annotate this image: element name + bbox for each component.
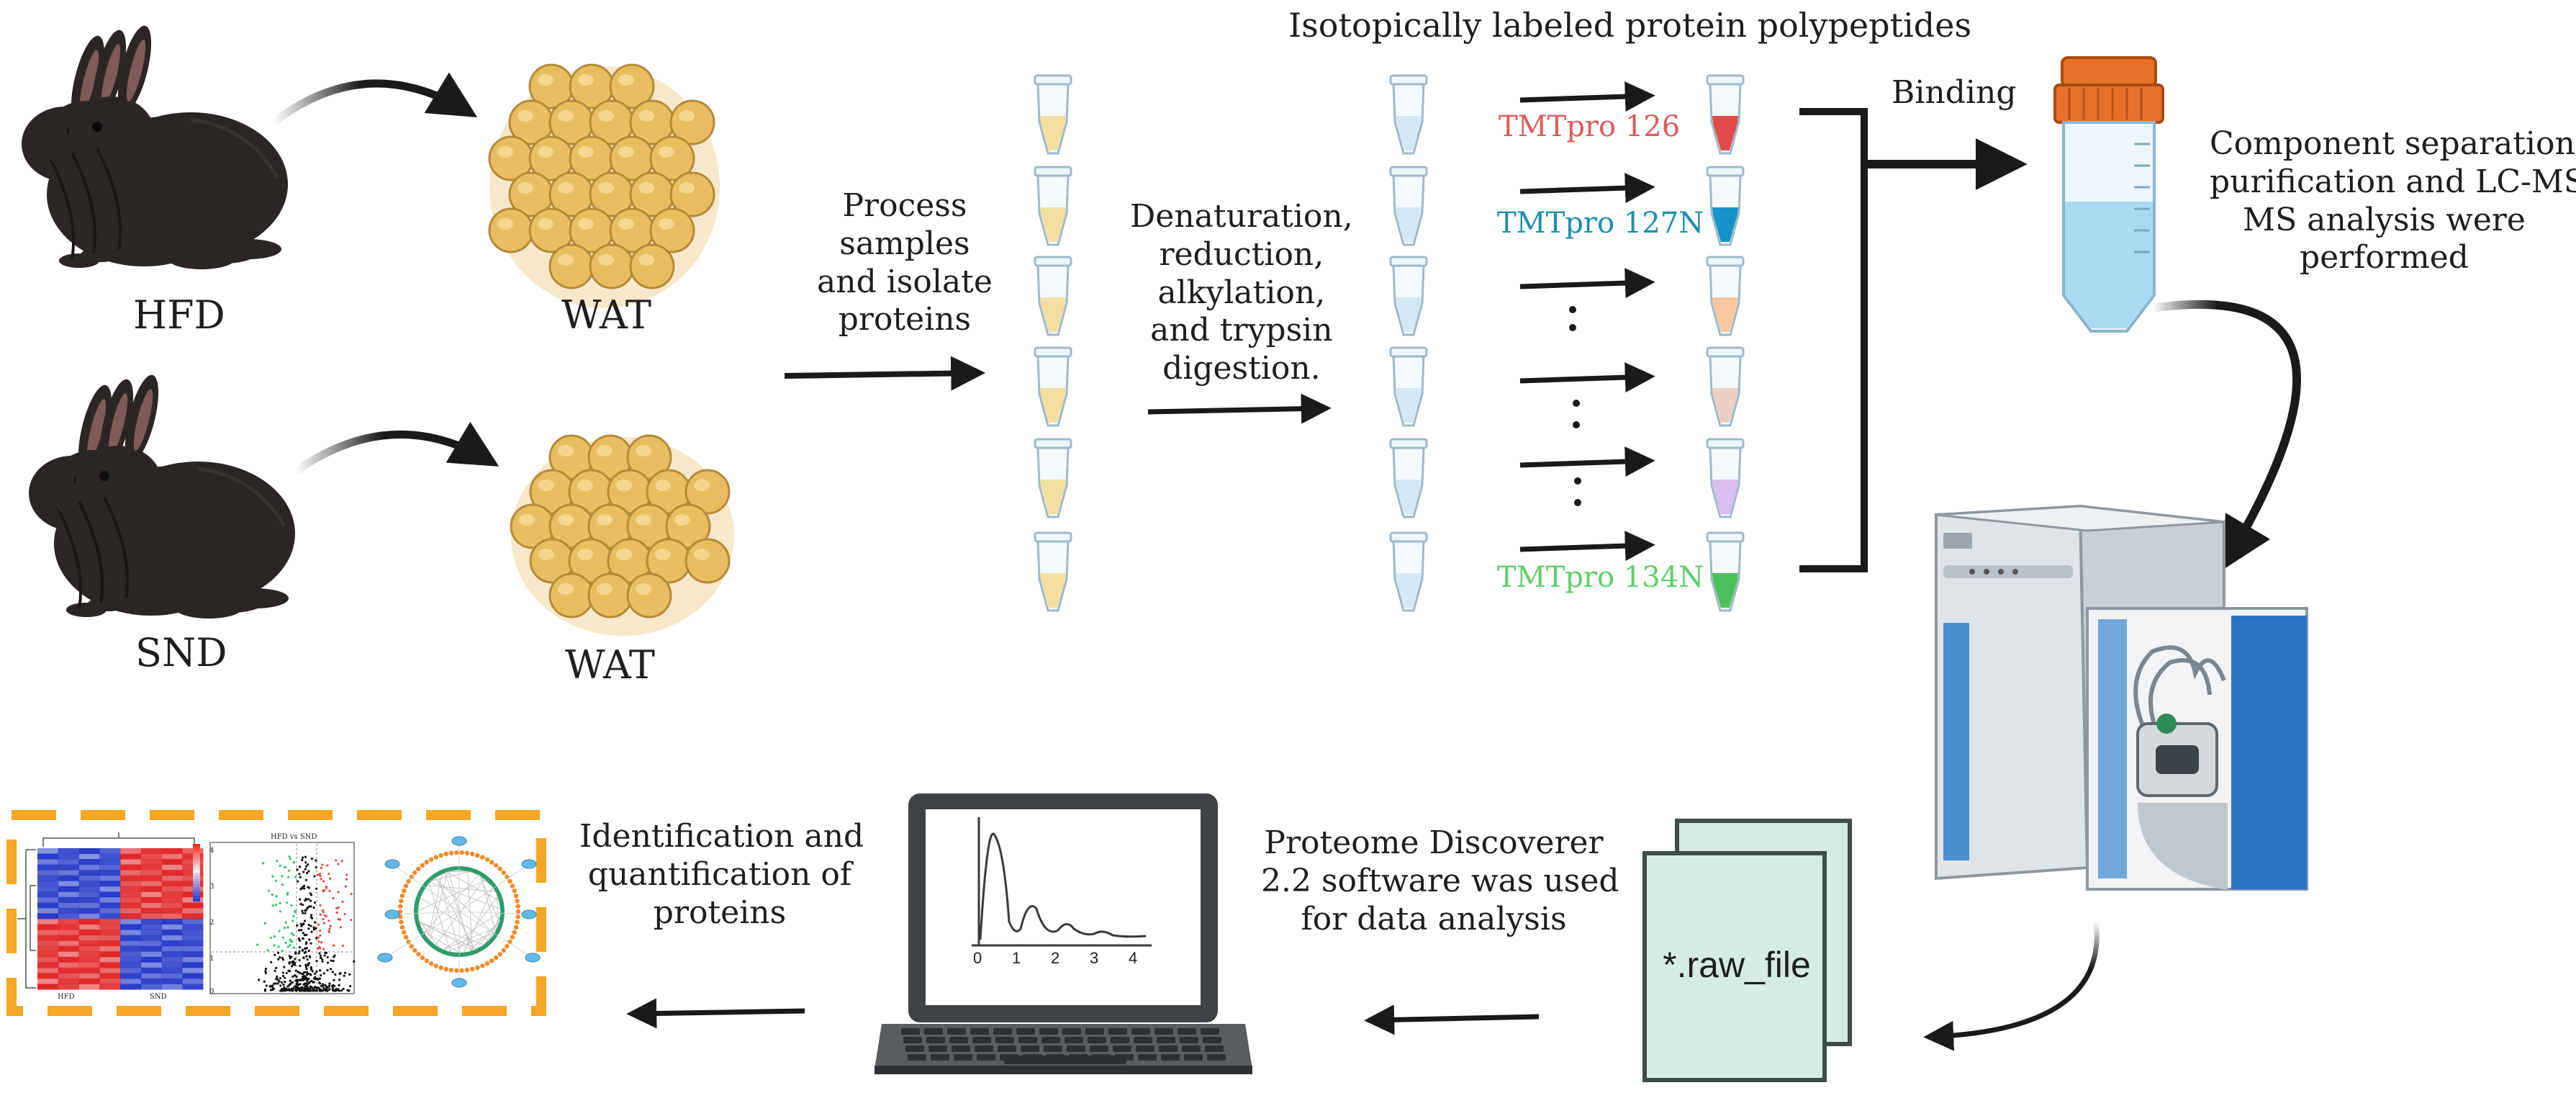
microtube-icon [1034, 346, 1072, 427]
microtube-icon [1389, 346, 1428, 427]
volcano-ytick-3: 3 [209, 883, 214, 891]
figure-title: Isotopically labeled protein polypeptide… [1288, 6, 1972, 45]
wat-tissue-top [488, 63, 720, 308]
identification-text: Identification and quantification of pro… [579, 818, 864, 931]
microtube-icon [1034, 531, 1072, 612]
label-binding: Binding [1892, 74, 2017, 111]
arrow-pd [1364, 1004, 1540, 1035]
snd-rabbit-group [29, 372, 295, 619]
microtube-icon [1706, 74, 1745, 155]
microtube-icon [1389, 166, 1428, 246]
tmt-arrow [1519, 362, 1655, 393]
microtube-icon [1706, 166, 1745, 246]
ellipsis-dots [1569, 306, 1581, 506]
chromatogram-tick-1: 1 [1012, 949, 1021, 967]
microtube-icon [1706, 438, 1745, 518]
proteome-discoverer-text: Proteome Discoverer 2.2 software was use… [1261, 824, 1619, 937]
laptop-chromatogram [972, 817, 1152, 947]
lcms-instrument [1935, 504, 2308, 891]
tmt-arrows [1519, 81, 1655, 562]
fat-cell [548, 572, 595, 619]
heatmap-label-snd: SND [150, 993, 167, 1001]
label-wat-top: WAT [561, 292, 651, 338]
tmt-arrow [1519, 531, 1655, 562]
keyboard [901, 1028, 1226, 1064]
arrow-to-instrument [2151, 300, 2301, 571]
microtube-icon [1389, 74, 1428, 155]
process-step-text: Process samples and isolate proteins [817, 187, 993, 338]
tmt-arrow [1519, 268, 1655, 299]
arrow-to-rawfile [1923, 921, 2100, 1051]
network-graph [377, 836, 541, 988]
chromatogram-tick-2: 2 [1051, 949, 1060, 967]
fat-cell [629, 243, 675, 289]
fat-cell [548, 243, 595, 289]
volcano-ytick-4: 4 [209, 847, 214, 855]
microtube-icon [1389, 438, 1428, 518]
arrow-hfd-to-wat [271, 72, 478, 126]
volcano-ytick-1: 1 [209, 955, 214, 963]
label-snd: SND [135, 630, 227, 675]
tmt-tube-column [1706, 74, 1745, 612]
volcano-ytick-0: 0 [209, 988, 214, 996]
label-tmtpro-134n: TMTpro 134N [1497, 561, 1704, 594]
label-wat-bottom: WAT [565, 642, 655, 688]
arrow-denat [1147, 393, 1332, 424]
volcano-plot [209, 842, 356, 994]
tmt-arrow [1519, 173, 1655, 204]
volcano-ytick-2: 2 [209, 919, 214, 927]
separation-step-text: Component separation, purification and L… [2210, 125, 2576, 276]
microtube-icon [1034, 438, 1072, 518]
microtube-icon [1034, 166, 1072, 246]
microtube-icon [1706, 531, 1745, 612]
denaturation-step-text: Denaturation, reduction, alkylation, and… [1130, 198, 1353, 387]
hfd-rabbit-group [22, 22, 288, 269]
label-tmtpro-127n: TMTpro 127N [1497, 207, 1704, 240]
chromatogram-tick-4: 4 [1129, 949, 1138, 967]
binding-bracket [1799, 108, 1868, 572]
microtube-icon [1034, 74, 1072, 155]
microtube-icon [1389, 256, 1428, 336]
label-hfd: HFD [133, 292, 225, 338]
microtube-icon [1706, 256, 1745, 336]
fat-cell [488, 207, 534, 253]
fat-cell [589, 243, 635, 289]
fat-cell [684, 538, 731, 584]
volcano-title: HFD vs SND [271, 833, 317, 841]
results-dashed-frame [6, 810, 546, 1016]
tmt-arrow [1519, 446, 1655, 477]
microtube-icon [1389, 531, 1428, 612]
falcon-tube [2053, 56, 2164, 333]
laptop [875, 793, 1252, 1074]
heatmap-label-hfd: HFD [58, 993, 75, 1001]
digest-tube-column [1389, 74, 1428, 612]
raw-file-label: *.raw_file [1663, 945, 1811, 985]
sample-tube-column [1034, 74, 1072, 612]
microtube-icon [1706, 346, 1745, 427]
microtube-icon [1034, 256, 1072, 336]
tmt-arrow [1519, 81, 1655, 112]
arrow-identification [626, 998, 805, 1029]
chromatogram-tick-0: 0 [973, 949, 982, 967]
heatmap [17, 832, 204, 990]
raw-file-documents [1642, 819, 1852, 1082]
arrow-snd-to-wat [292, 421, 500, 475]
fat-cell [626, 572, 672, 619]
arrow-process [784, 356, 986, 391]
label-tmtpro-126: TMTpro 126 [1499, 110, 1681, 143]
wat-tissue-bottom [510, 434, 734, 636]
chromatogram-tick-3: 3 [1090, 949, 1099, 967]
fat-cell [587, 572, 633, 619]
